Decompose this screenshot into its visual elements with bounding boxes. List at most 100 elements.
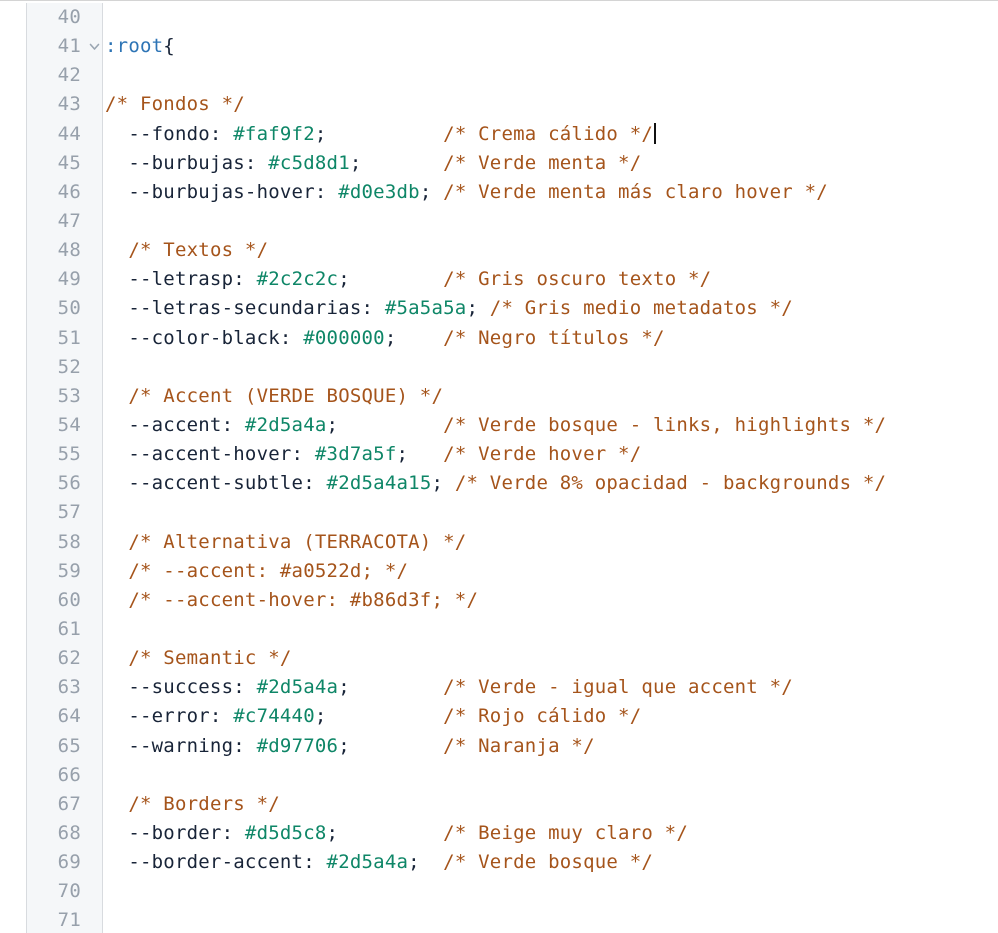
code-line-row: 69 --border-accent: #2d5a4a; /* Verde bo…	[0, 848, 998, 878]
line-number[interactable]: 51	[26, 323, 103, 353]
code-line[interactable]	[103, 906, 998, 933]
code-line[interactable]	[103, 61, 998, 90]
code-line[interactable]: --burbujas: #c5d8d1; /* Verde menta */	[103, 149, 998, 178]
token-plain	[257, 152, 269, 174]
code-line-row: 61	[0, 614, 998, 645]
token-val: #d0e3db	[338, 180, 420, 203]
token-plain	[420, 851, 443, 873]
code-line[interactable]: --border: #d5d5c8; /* Beige muy claro */	[103, 819, 998, 848]
line-number[interactable]: 42	[26, 61, 103, 91]
left-margin	[0, 644, 26, 674]
code-line[interactable]: --fondo: #faf9f2; /* Crema cálido */	[103, 120, 998, 149]
line-number[interactable]: 70	[26, 877, 103, 907]
token-plain	[327, 123, 444, 145]
line-number[interactable]: 67	[26, 789, 103, 819]
code-line[interactable]: --burbujas-hover: #d0e3db; /* Verde ment…	[103, 178, 998, 207]
line-number[interactable]: 65	[26, 731, 103, 761]
code-line-row: 64 --error: #c74440; /* Rojo cálido */	[0, 702, 998, 732]
code-line[interactable]: --accent-subtle: #2d5a4a15; /* Verde 8% …	[103, 469, 998, 498]
code-line[interactable]	[103, 207, 998, 236]
line-number[interactable]: 54	[26, 410, 103, 441]
code-line-row: 57	[0, 498, 998, 528]
line-number[interactable]: 52	[26, 352, 103, 382]
left-margin	[0, 702, 26, 732]
line-number[interactable]: 69	[26, 848, 103, 878]
left-margin	[0, 906, 26, 933]
code-line[interactable]: --warning: #d97706; /* Naranja */	[103, 732, 998, 761]
line-number[interactable]: 48	[26, 236, 103, 266]
line-number[interactable]: 43	[26, 90, 103, 120]
line-number[interactable]: 71	[26, 906, 103, 933]
token-cmt: /* Verde menta */	[443, 151, 642, 174]
code-line[interactable]: /* Accent (VERDE BOSQUE) */	[103, 382, 998, 411]
left-margin	[0, 760, 26, 790]
line-number[interactable]: 62	[26, 644, 103, 674]
code-line[interactable]: /* Semantic */	[103, 644, 998, 673]
line-number[interactable]: 49	[26, 265, 103, 295]
line-number[interactable]: 45	[26, 148, 103, 178]
line-number[interactable]: 41	[26, 32, 103, 62]
code-line[interactable]: --accent-hover: #3d7a5f; /* Verde hover …	[103, 440, 998, 469]
line-number[interactable]: 63	[26, 673, 103, 703]
token-plain	[222, 705, 234, 727]
code-line[interactable]: /* --accent: #a0522d; */	[103, 557, 998, 586]
code-line-row: 43/* Fondos */	[0, 90, 998, 120]
line-number[interactable]: 68	[26, 818, 103, 849]
chevron-down-icon[interactable]	[89, 43, 100, 51]
code-line[interactable]: :root{	[103, 32, 998, 61]
line-number[interactable]: 50	[26, 294, 103, 324]
code-line[interactable]: --letras-secundarias: #5a5a5a; /* Gris m…	[103, 294, 998, 323]
code-line[interactable]: --success: #2d5a4a; /* Verde - igual que…	[103, 673, 998, 702]
code-line[interactable]	[103, 3, 998, 32]
token-plain	[105, 560, 128, 582]
token-sel: :root	[105, 35, 164, 58]
token-prop: ;	[338, 734, 350, 757]
line-number[interactable]: 55	[26, 440, 103, 470]
line-number[interactable]: 58	[26, 527, 103, 557]
code-line[interactable]: /* Fondos */	[103, 90, 998, 119]
code-line[interactable]	[103, 877, 998, 906]
code-line[interactable]: --accent: #2d5a4a; /* Verde bosque - lin…	[103, 411, 998, 440]
line-number[interactable]: 61	[26, 614, 103, 645]
token-plain	[338, 414, 443, 436]
line-number[interactable]: 40	[26, 3, 103, 33]
code-line[interactable]: --color-black: #000000; /* Negro títulos…	[103, 324, 998, 353]
token-val: #2d5a4a	[244, 413, 327, 436]
line-number[interactable]: 66	[26, 760, 103, 790]
token-cmt: /* Rojo cálido */	[443, 705, 642, 728]
line-number[interactable]: 46	[26, 177, 103, 207]
left-margin	[0, 585, 26, 615]
token-cmt: /* Accent (VERDE BOSQUE) */	[128, 384, 444, 407]
code-line[interactable]	[103, 498, 998, 527]
line-number[interactable]: 53	[26, 381, 103, 411]
code-line[interactable]	[103, 353, 998, 382]
token-plain	[362, 152, 444, 174]
code-line[interactable]: --error: #c74440; /* Rojo cálido */	[103, 702, 998, 731]
left-margin	[0, 32, 26, 62]
line-number[interactable]: 64	[26, 702, 103, 732]
line-number[interactable]: 59	[26, 556, 103, 586]
code-line[interactable]	[103, 761, 998, 790]
line-number[interactable]: 47	[26, 206, 103, 237]
code-line-row: 46 --burbujas-hover: #d0e3db; /* Verde m…	[0, 177, 998, 207]
code-line-row: 48 /* Textos */	[0, 236, 998, 266]
code-line-row: 45 --burbujas: #c5d8d1; /* Verde menta *…	[0, 148, 998, 178]
code-line[interactable]: /* Textos */	[103, 236, 998, 265]
line-number[interactable]: 44	[26, 119, 103, 149]
token-cmt: /* --accent: #a0522d; */	[128, 559, 409, 582]
token-plain	[478, 297, 490, 319]
code-line[interactable]: /* --accent-hover: #b86d3f; */	[103, 586, 998, 615]
line-number[interactable]: 57	[26, 498, 103, 528]
token-val: #5a5a5a	[384, 297, 467, 320]
code-line[interactable]: --border-accent: #2d5a4a; /* Verde bosqu…	[103, 848, 998, 877]
code-line[interactable]: /* Alternativa (TERRACOTA) */	[103, 528, 998, 557]
token-cmt: /* Alternativa (TERRACOTA) */	[128, 530, 467, 553]
code-line[interactable]: /* Borders */	[103, 790, 998, 819]
code-line[interactable]	[103, 615, 998, 644]
line-number[interactable]: 60	[26, 585, 103, 615]
code-line[interactable]: --letrasp: #2c2c2c; /* Gris oscuro texto…	[103, 265, 998, 294]
line-number[interactable]: 56	[26, 469, 103, 499]
token-prop: --accent:	[105, 413, 234, 436]
